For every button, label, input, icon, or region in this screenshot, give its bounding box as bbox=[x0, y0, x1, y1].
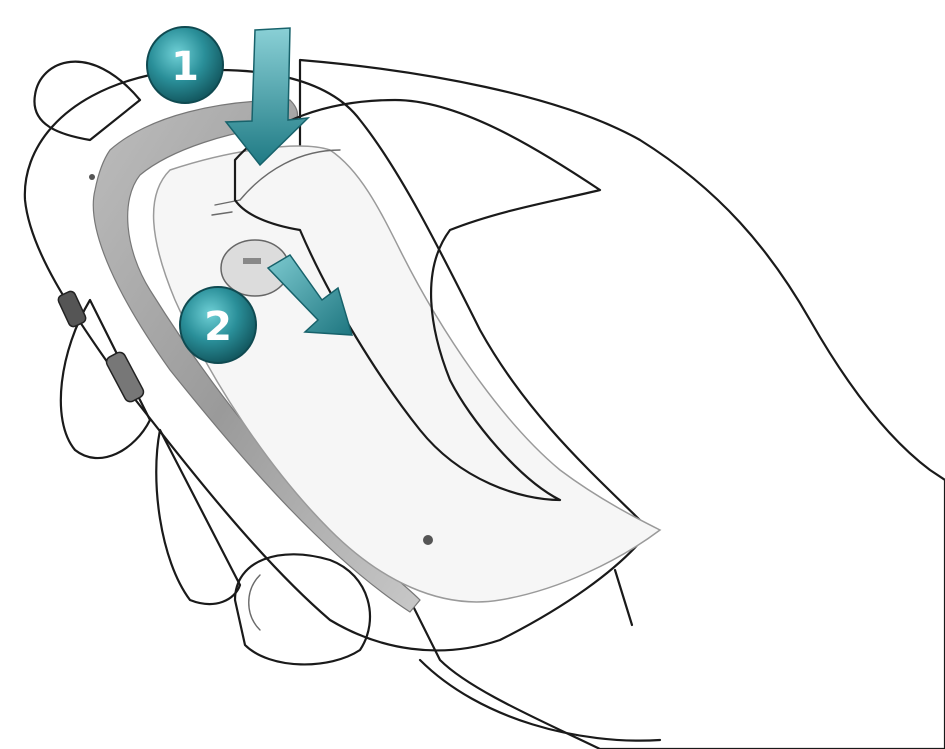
step-2-badge: 2 bbox=[180, 287, 256, 363]
step-1-badge: 1 bbox=[147, 27, 223, 103]
step-2-number: 2 bbox=[204, 304, 232, 350]
press-down-arrow bbox=[226, 28, 308, 165]
battery-cover bbox=[154, 146, 660, 602]
cover-screw-dot bbox=[423, 535, 433, 545]
step-1-number: 1 bbox=[171, 44, 199, 90]
lower-fingertip bbox=[235, 554, 370, 664]
